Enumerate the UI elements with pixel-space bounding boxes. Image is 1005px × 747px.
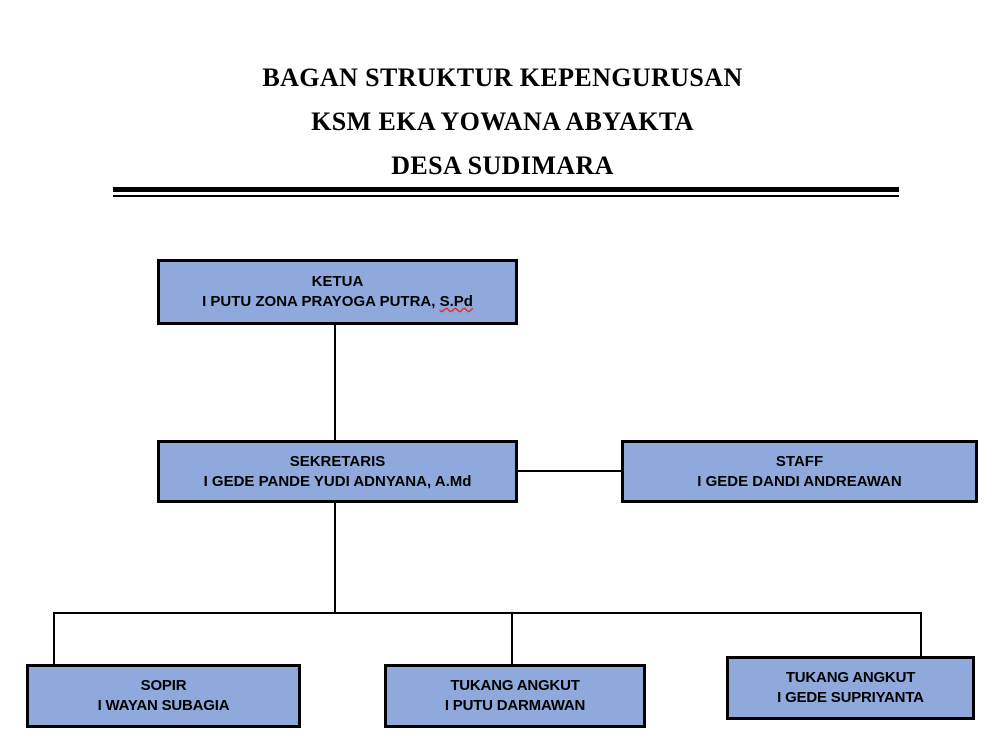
node-staff-name: I GEDE DANDI ANDREAWAN — [697, 472, 902, 490]
node-tukang-angkut-2[interactable]: TUKANG ANGKUT I GEDE SUPRIYANTA — [726, 656, 975, 720]
connector-bus-horizontal — [53, 612, 921, 614]
node-sekretaris[interactable]: SEKRETARIS I GEDE PANDE YUDI ADNYANA, A.… — [157, 440, 518, 503]
connector-bus-to-tukang-angkut-2 — [920, 612, 922, 656]
title-rule-thick — [113, 187, 899, 192]
chart-title-line-3: DESA SUDIMARA — [391, 151, 614, 180]
node-tukang-angkut-2-role: TUKANG ANGKUT — [785, 669, 916, 687]
node-staff[interactable]: STAFF I GEDE DANDI ANDREAWAN — [621, 440, 978, 503]
connector-bus-to-tukang-angkut-1 — [511, 612, 513, 664]
node-tukang-angkut-2-name: I GEDE SUPRIYANTA — [777, 689, 924, 706]
node-ketua[interactable]: KETUA I PUTU ZONA PRAYOGA PUTRA, S.Pd — [157, 259, 518, 325]
chart-title-block: BAGAN STRUKTUR KEPENGURUSAN KSM EKA YOWA… — [0, 56, 1005, 188]
connector-bus-to-sopir — [53, 612, 55, 664]
node-sekretaris-name: I GEDE PANDE YUDI ADNYANA, A.Md — [203, 472, 472, 490]
node-tukang-angkut-1-role: TUKANG ANGKUT — [450, 677, 580, 695]
node-staff-role: STAFF — [775, 452, 824, 470]
chart-title-line-1: BAGAN STRUKTUR KEPENGURUSAN — [262, 63, 743, 92]
node-tukang-angkut-1-name: I PUTU DARMAWAN — [444, 697, 586, 714]
node-ketua-name-suffix: S.Pd — [439, 293, 473, 310]
node-ketua-name: I PUTU ZONA PRAYOGA PUTRA, S.Pd — [202, 292, 473, 312]
node-ketua-name-text: I PUTU ZONA PRAYOGA PUTRA, — [202, 293, 436, 310]
node-sopir-name: I WAYAN SUBAGIA — [97, 697, 230, 714]
node-sopir[interactable]: SOPIR I WAYAN SUBAGIA — [26, 664, 301, 728]
node-tukang-angkut-1[interactable]: TUKANG ANGKUT I PUTU DARMAWAN — [384, 664, 646, 728]
connector-sekretaris-to-bus — [334, 503, 336, 614]
node-sekretaris-role: SEKRETARIS — [289, 452, 386, 470]
connector-ketua-to-sekretaris — [334, 325, 336, 442]
title-rule-thin — [113, 195, 899, 197]
node-ketua-role: KETUA — [311, 273, 364, 291]
chart-title-line-2: KSM EKA YOWANA ABYAKTA — [311, 107, 694, 136]
connector-sekretaris-to-staff — [518, 470, 623, 472]
node-sopir-role: SOPIR — [140, 677, 187, 695]
